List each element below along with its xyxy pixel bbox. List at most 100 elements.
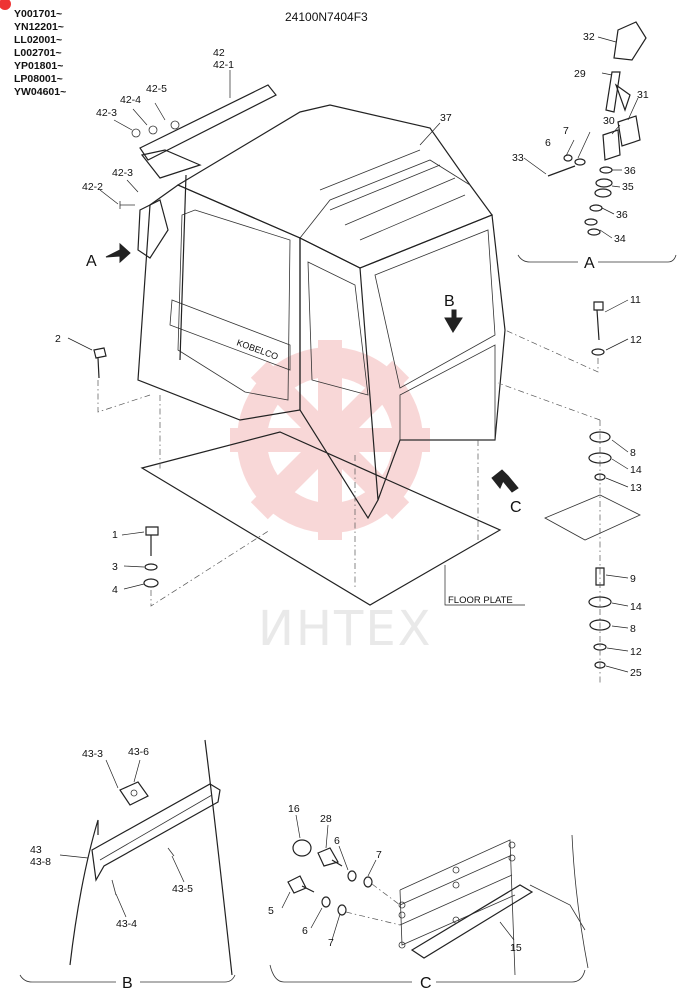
serial-number: YP01801~ — [14, 60, 63, 72]
center-line — [504, 329, 599, 373]
washer-icon — [321, 896, 331, 908]
floor-plate-label: FLOOR PLATE — [448, 595, 513, 606]
part-label: 43-5 — [172, 883, 193, 895]
mirror-plate — [602, 129, 621, 161]
guard-bracket — [140, 149, 202, 179]
leader-lines — [281, 814, 515, 941]
cab-outline-c — [529, 834, 589, 969]
part-label: 43-4 — [116, 918, 137, 930]
part-label: 8 — [630, 623, 636, 635]
step-plate — [91, 783, 221, 882]
serial-number: LL02001~ — [14, 34, 62, 46]
mirror-bracket — [617, 115, 641, 147]
detail-a: A 32 29 31 30 7 6 33 36 35 36 34 — [512, 21, 677, 272]
cab-front-pillar — [299, 237, 379, 520]
part-label: 29 — [574, 68, 586, 80]
serial-number: L002701~ — [14, 47, 62, 59]
part-label: 30 — [603, 115, 615, 127]
part-label: 1 — [112, 529, 118, 541]
part-label: 42-1 — [213, 59, 234, 71]
leader-line — [419, 122, 441, 146]
part-label: 3 — [112, 561, 118, 573]
bolt-icon — [593, 301, 604, 341]
leader-line — [154, 102, 166, 121]
leader-line — [606, 647, 629, 652]
part-label: 2 — [55, 333, 61, 345]
cushion-icon — [589, 431, 611, 443]
bolt-icon — [317, 847, 343, 867]
part-label: 43-3 — [82, 748, 103, 760]
clip-bracket — [119, 781, 149, 806]
cushion-icon — [292, 839, 312, 857]
part-label: 42-5 — [146, 83, 167, 95]
washer-icon — [584, 218, 598, 226]
part-label: 32 — [583, 31, 595, 43]
view-letter-b: B — [444, 293, 455, 310]
leader-line — [113, 119, 133, 131]
door-window — [177, 209, 291, 401]
leader-line — [67, 337, 93, 351]
arrow-b-icon — [444, 309, 463, 333]
arrow-a-icon — [105, 242, 131, 264]
part-label: 4 — [112, 584, 118, 596]
leader-line — [123, 565, 145, 568]
grab-handle — [179, 174, 187, 361]
bolt-icon — [93, 347, 107, 379]
view-letter-c: C — [510, 499, 522, 516]
part-label: 6 — [545, 137, 551, 149]
hole-icon — [452, 866, 460, 874]
leader-line — [123, 583, 145, 590]
corner-marker-icon — [0, 0, 11, 10]
mirror-stay — [605, 71, 621, 113]
leader-line — [126, 179, 139, 193]
view-letter-a: A — [86, 253, 97, 270]
washer-icon — [591, 348, 605, 356]
detail-c: C 16 28 6 7 5 6 7 15 — [268, 803, 589, 992]
nut-icon — [131, 128, 141, 138]
bolt-icon — [170, 120, 180, 130]
part-label: 12 — [630, 646, 642, 658]
leader-line — [605, 574, 629, 579]
bolt-icon — [119, 201, 135, 209]
floor-plate-leader — [444, 565, 525, 606]
detail-a-bracket — [517, 254, 677, 263]
hole-icon — [398, 901, 406, 909]
leader-line — [611, 439, 629, 453]
washer-icon — [347, 870, 357, 882]
cushion-icon — [594, 188, 612, 198]
part-label: 25 — [630, 667, 642, 679]
part-label: 33 — [512, 152, 524, 164]
drawing-number: 24100N7404F3 — [285, 10, 368, 24]
washer-icon — [593, 643, 607, 651]
part-label: 34 — [614, 233, 626, 245]
lower-front-panel — [399, 344, 496, 441]
screw-icon — [130, 789, 138, 797]
part-label: 37 — [440, 112, 452, 124]
front-window — [374, 229, 496, 389]
center-line — [497, 382, 601, 685]
hole-icon — [508, 841, 516, 849]
leader-line — [121, 531, 145, 536]
watermark: ИНТЕХ — [230, 340, 431, 657]
mirror — [137, 199, 169, 259]
floor-bolts — [143, 526, 271, 607]
part-label: 7 — [328, 937, 334, 949]
serial-number: YN12201~ — [14, 21, 64, 33]
watermark-gear-icon — [230, 340, 430, 540]
part-label: 42-4 — [120, 94, 141, 106]
bolt-icon — [287, 875, 315, 894]
washer-icon — [143, 578, 159, 588]
cab-front — [359, 214, 506, 501]
leader-line — [611, 602, 629, 607]
leader-lines — [523, 36, 639, 239]
leader-lines — [59, 759, 185, 918]
rubber-strip — [410, 884, 534, 959]
part-label: 7 — [376, 849, 382, 861]
part-label: 42 — [213, 47, 225, 59]
part-label: 28 — [320, 813, 332, 825]
step-edge — [99, 794, 213, 861]
part-label: 6 — [334, 835, 340, 847]
part-label: 13 — [630, 482, 642, 494]
leader-line — [605, 665, 629, 673]
part-label: 16 — [288, 803, 300, 815]
